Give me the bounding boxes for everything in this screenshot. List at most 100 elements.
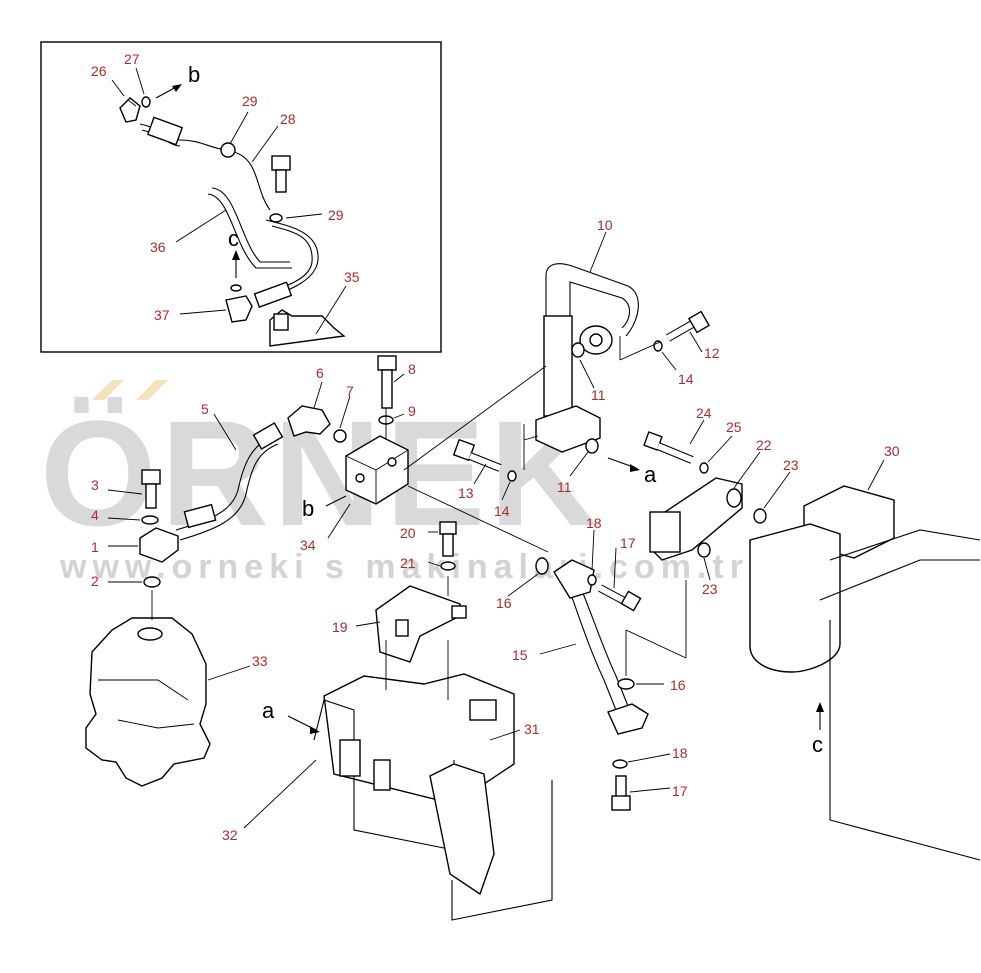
callout-29a: 29 [242,93,258,109]
tube-36 [211,187,290,263]
bolt-3 [141,469,161,509]
callout-13: 13 [458,485,474,501]
callout-16b: 16 [670,677,686,693]
pump-33 [85,617,211,787]
block-1 [139,527,179,563]
clamp-29 [220,142,236,158]
washer-18b [612,759,628,769]
washer-4 [141,515,159,525]
callout-18b: 18 [672,745,688,761]
bolt-inset [271,155,291,193]
callout-25: 25 [726,419,742,435]
callout-34: 34 [300,537,316,553]
washer-21 [440,561,456,571]
callout-36: 36 [150,239,166,255]
bracket-19 [375,585,467,663]
hose-end-fitting [253,281,293,308]
detail-inset-frame [40,41,442,353]
washer-14b [507,470,517,482]
filter-30 [749,485,981,861]
callout-26: 26 [91,63,107,79]
ref-a-left: a [262,698,275,723]
o-ring-11a [571,342,585,358]
adapter-22 [649,477,743,561]
tube-28 [233,151,271,211]
bolt-24 [643,431,694,464]
elbow-6 [287,405,331,437]
watermark-accent [136,380,168,400]
callout-30: 30 [884,443,900,459]
o-ring-16b [617,678,635,690]
callout-3: 3 [91,477,99,493]
elbow-fitting-26 [119,97,141,123]
callout-33: 33 [252,653,268,669]
callout-14a: 14 [678,371,694,387]
callout-23a: 23 [783,457,799,473]
o-ring-7 [333,429,347,443]
callout-5: 5 [201,401,209,417]
ref-c-inset: c [228,226,239,251]
callout-21: 21 [400,555,416,571]
ref-a-right: a [644,462,657,487]
o-ring-23b [697,542,711,558]
callout-16a: 16 [496,595,512,611]
o-ring-16a [535,557,549,575]
callout-8: 8 [408,361,416,377]
bolt-17b [611,775,631,811]
control-valve-31 [313,673,553,921]
callout-23b: 23 [702,581,718,597]
ref-b-main: b [302,496,314,521]
bolt-20 [439,521,457,557]
bolt-17a [598,584,642,612]
callout-18a: 18 [586,515,602,531]
callout-27: 27 [124,51,140,67]
callout-9: 9 [408,403,416,419]
callout-1: 1 [91,539,99,555]
washer-25 [699,462,709,474]
clamp-29b [269,213,283,223]
washer-18a [587,574,597,586]
callout-leaders [107,231,885,829]
callout-2: 2 [91,573,99,589]
callout-29b: 29 [328,207,344,223]
callout-12: 12 [704,345,720,361]
callout-32: 32 [222,827,238,843]
callout-37: 37 [154,307,170,323]
callout-11a: 11 [591,387,606,403]
bolt-12 [666,310,711,342]
callout-24: 24 [696,405,712,421]
callout-17b: 17 [672,783,688,799]
tube-10 [535,263,639,453]
arrow-b-main [325,495,347,507]
arrow-head [172,84,182,92]
hose-fitting [146,116,184,146]
tee-fitting-37 [225,295,253,323]
callout-17a: 17 [620,535,636,551]
callout-6: 6 [316,365,324,381]
o-ring-27 [141,96,151,108]
bolt-8 [377,355,397,409]
inset-leaders [111,67,347,335]
o-ring-11b [585,438,599,454]
callout-10: 10 [597,217,613,233]
callout-11b: 11 [557,479,572,495]
callout-4: 4 [91,507,99,523]
ref-b-inset: b [188,62,200,87]
callout-19: 19 [332,619,348,635]
reference-letters: b c b a a c [188,62,823,757]
callout-15: 15 [512,647,528,663]
callout-7: 7 [346,383,354,399]
valve-block-34 [345,435,409,505]
callout-31: 31 [524,721,540,737]
assembly-lines [385,336,687,700]
tube-15 [553,559,649,735]
o-ring-23a [753,508,767,524]
callout-14b: 14 [494,503,510,519]
watermark-accent [92,380,124,400]
callout-20: 20 [400,525,416,541]
callout-35: 35 [344,269,360,285]
inset-parts [119,84,346,347]
bolt-13 [452,438,502,472]
